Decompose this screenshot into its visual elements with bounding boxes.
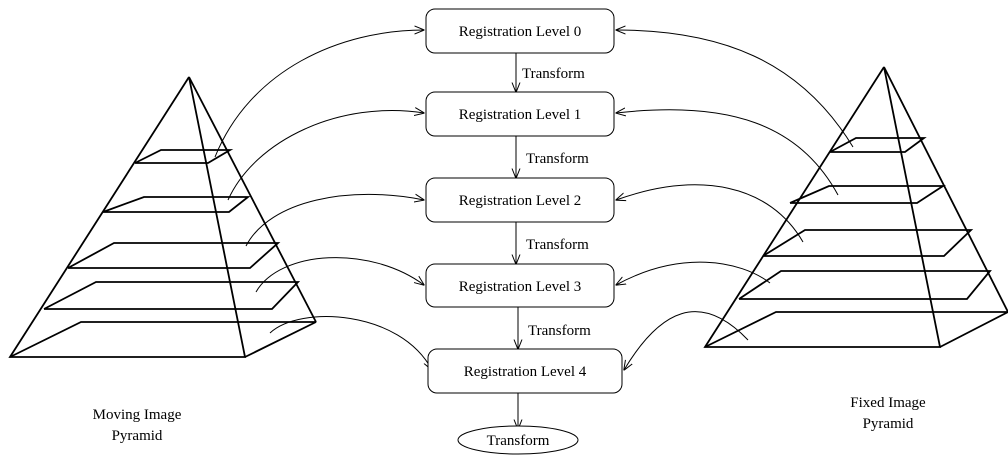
fixed-to-level-arrows — [616, 30, 854, 370]
arrow-fixed-to-level-3 — [616, 261, 771, 285]
registration-level-4: Registration Level 4 — [427, 348, 623, 394]
arrow-moving-to-level-1 — [227, 111, 424, 201]
registration-level-1: Registration Level 1 — [425, 91, 615, 137]
arrow-moving-to-level-0 — [214, 30, 424, 158]
fixed-caption-line-1: Fixed Image — [850, 395, 926, 411]
arrow-fixed-to-level-0 — [616, 30, 854, 148]
arrow-fixed-to-level-2 — [616, 184, 804, 243]
fixed-caption-line-2: Pyramid — [863, 416, 914, 432]
arrow-moving-to-level-4 — [269, 316, 432, 370]
moving-to-level-arrows — [214, 30, 432, 370]
moving-caption-line-1: Moving Image — [93, 407, 182, 423]
registration-level-2-label: Registration Level 2 — [459, 193, 581, 209]
transform-label-1: Transform — [526, 151, 589, 167]
transform-label-2: Transform — [526, 237, 589, 253]
final-transform-label: Transform — [487, 433, 550, 449]
moving-image-pyramid — [8, 76, 317, 358]
arrow-moving-to-level-3 — [255, 257, 424, 293]
registration-level-0-label: Registration Level 0 — [459, 24, 581, 40]
registration-level-1-label: Registration Level 1 — [459, 107, 581, 123]
registration-level-3-label: Registration Level 3 — [459, 279, 581, 295]
transform-arrows — [516, 53, 518, 429]
transform-label-0: Transform — [522, 66, 585, 82]
registration-level-3: Registration Level 3 — [425, 263, 615, 308]
fixed-image-pyramid — [703, 66, 1008, 348]
moving-image-pyramid-caption: Moving Image Pyramid — [93, 407, 182, 444]
arrow-fixed-to-level-4 — [624, 311, 749, 370]
moving-caption-line-2: Pyramid — [112, 428, 163, 444]
registration-level-0: Registration Level 0 — [425, 8, 615, 54]
transform-labels: Transform Transform Transform Transform — [522, 66, 591, 339]
fixed-image-pyramid-caption: Fixed Image Pyramid — [850, 395, 926, 432]
arrow-fixed-to-level-1 — [616, 110, 839, 196]
registration-level-4-label: Registration Level 4 — [464, 364, 587, 380]
arrow-moving-to-level-2 — [245, 194, 424, 247]
transform-label-3: Transform — [528, 323, 591, 339]
registration-level-2: Registration Level 2 — [425, 177, 615, 223]
final-transform-output: Transform — [457, 425, 579, 455]
